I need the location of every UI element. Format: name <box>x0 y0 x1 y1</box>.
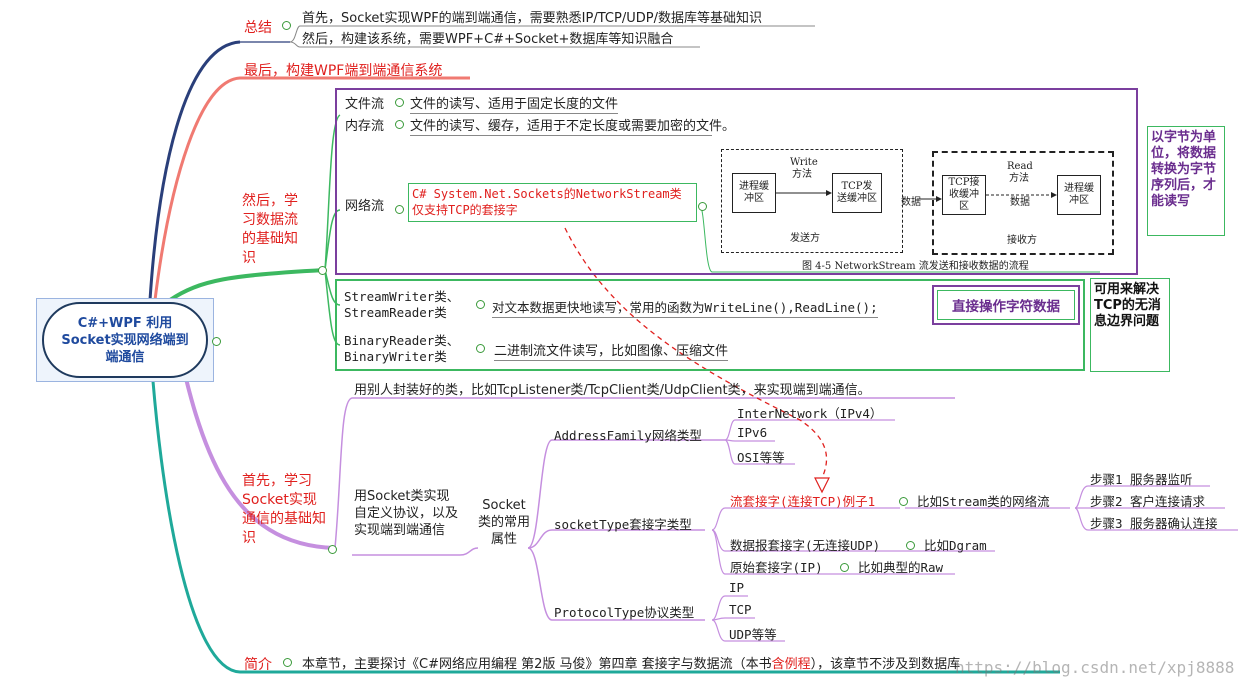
raw-socket-label[interactable]: 原始套接字(IP) <box>730 560 823 575</box>
raw-socket-desc[interactable]: 比如典型的Raw <box>858 560 944 575</box>
summary-label[interactable]: 总结 <box>244 20 272 36</box>
figure-data-label-2: 数据 <box>1010 197 1030 208</box>
figure-send-group <box>721 149 903 253</box>
binary-desc[interactable]: 二进制流文件读写，比如图像、压缩文件 <box>494 340 729 361</box>
central-topic[interactable]: C#+WPF 利用Socket实现网络端到端通信 <box>42 302 208 378</box>
streams-green-box <box>335 279 1085 371</box>
intro-collapse-icon[interactable] <box>283 658 292 667</box>
memory-stream-desc[interactable]: 文件的读写、缓存，适用于不定长度或需要加密的文件。 <box>410 115 736 136</box>
dgram-socket-label[interactable]: 数据报套接字(无连接UDP) <box>730 538 881 553</box>
figure-arrows <box>776 190 1057 202</box>
network-stream-link-icon[interactable] <box>698 202 707 211</box>
stream-socket-label[interactable]: 流套接字(连接TCP)例子1 <box>730 494 876 509</box>
network-stream-desc: C# System.Net.Sockets的NetworkStream类仅支持T… <box>412 187 682 217</box>
figure-receiver-label: 接收方 <box>1007 235 1037 246</box>
figure-tcp-send-buffer: TCP发送缓冲区 <box>832 173 882 213</box>
socket-label[interactable]: 首先，学习Socket实现通信的基础知识 <box>242 473 326 546</box>
summary-collapse-icon[interactable] <box>282 21 291 30</box>
intro-text-suffix: ），该章节不涉及到数据库 <box>810 657 961 672</box>
streams-label[interactable]: 然后，学习数据流的基础知识 <box>242 193 298 266</box>
binary-dot-icon[interactable] <box>476 344 485 353</box>
address-family-name[interactable]: AddressFamily网络类型 <box>554 428 702 443</box>
network-stream-name[interactable]: 网络流 <box>345 199 385 214</box>
socket-wrapped-classes[interactable]: 用别人封装好的类，比如TcpListener类/TcpClient类/UdpCl… <box>354 383 871 398</box>
figure-write-method: Write方法 <box>790 157 818 180</box>
watermark: https://blog.csdn.net/xpj8888 <box>955 658 1235 677</box>
finally-label[interactable]: 最后，构建WPF端到端通信系统 <box>244 63 443 79</box>
byte-note-text: 以字节为单位，将数据转换为字节序列后，才能读写 <box>1151 130 1217 209</box>
step-1[interactable]: 步骤1 服务器监听 <box>1090 472 1193 487</box>
stream-socket-dot-icon[interactable] <box>899 497 908 506</box>
intro-text[interactable]: 本章节，主要探讨《C#网络应用编程 第2版 马俊》第四章 套接字与数据流（本书含… <box>302 653 960 672</box>
figure-recv-buffer: 进程缓冲区 <box>1057 175 1101 215</box>
socket-type-name[interactable]: socketType套接字类型 <box>554 517 692 532</box>
summary-line-2[interactable]: 然后，构建该系统，需要WPF+C#+Socket+数据库等知识融合 <box>302 32 674 47</box>
stream-writer-note: 直接操作字符数据 <box>952 299 1060 315</box>
dgram-socket-dot-icon[interactable] <box>906 541 915 550</box>
address-family-item-1[interactable]: InterNetwork（IPv4） <box>737 406 883 421</box>
streams-purple-box <box>335 88 1138 275</box>
network-stream-desc-box[interactable]: C# System.Net.Sockets的NetworkStream类仅支持T… <box>408 183 697 222</box>
protocol-type-name[interactable]: ProtocolType协议类型 <box>554 605 695 620</box>
file-stream-desc[interactable]: 文件的读写、适用于固定长度的文件 <box>410 93 619 114</box>
dgram-socket-desc[interactable]: 比如Dgram <box>924 538 987 553</box>
file-stream-dot-icon[interactable] <box>395 98 404 107</box>
stream-writer-name[interactable]: StreamWriter类、StreamReader类 <box>344 289 460 320</box>
file-stream-name[interactable]: 文件流 <box>345 97 385 112</box>
figure-recv-group <box>932 151 1114 255</box>
step-3[interactable]: 步骤3 服务器确认连接 <box>1090 516 1218 531</box>
figure-data-label: 数据 <box>901 197 921 208</box>
intro-text-highlight: 含例程 <box>771 657 811 672</box>
boundary-note-text: 可用来解决TCP的无消息边界问题 <box>1094 282 1161 329</box>
stream-socket-desc[interactable]: 比如Stream类的网络流 <box>917 494 1050 509</box>
intro-label[interactable]: 简介 <box>244 657 272 673</box>
figure-read-method: Read方法 <box>1007 161 1033 184</box>
figure-sender-label: 发送方 <box>790 233 820 244</box>
central-topic-title: C#+WPF 利用Socket实现网络端到端通信 <box>61 315 189 365</box>
stream-writer-note-box[interactable]: 直接操作字符数据 <box>932 285 1080 325</box>
intro-text-prefix: 本章节，主要探讨《C#网络应用编程 第2版 马俊》第四章 套接字与数据流（本书 <box>302 657 772 672</box>
socket-collapse-icon[interactable] <box>328 545 337 554</box>
byte-note-box[interactable]: 以字节为单位，将数据转换为字节序列后，才能读写 <box>1147 126 1225 236</box>
streams-collapse-icon[interactable] <box>318 266 327 275</box>
raw-socket-dot-icon[interactable] <box>840 563 849 572</box>
network-stream-dot-icon[interactable] <box>395 205 404 214</box>
memory-stream-dot-icon[interactable] <box>395 120 404 129</box>
socket-custom-protocol[interactable]: 用Socket类实现自定义协议，以及实现端到端通信 <box>354 489 459 538</box>
figure-caption: 图 4-5 NetworkStream 流发送和接收数据的流程 <box>802 261 1029 272</box>
protocol-type-item-1[interactable]: IP <box>729 580 745 595</box>
boundary-note-box[interactable]: 可用来解决TCP的无消息边界问题 <box>1090 278 1170 372</box>
protocol-type-item-2[interactable]: TCP <box>729 602 752 617</box>
stream-writer-dot-icon[interactable] <box>476 300 485 309</box>
step-2[interactable]: 步骤2 客户连接请求 <box>1090 494 1206 509</box>
address-family-item-3[interactable]: OSI等等 <box>737 450 785 465</box>
figure-frame: 进程缓冲区 Write方法 TCP发送缓冲区 发送方 数据 TCP接收缓冲区 R… <box>712 133 1114 272</box>
central-collapse-icon[interactable] <box>212 337 221 346</box>
stream-writer-desc[interactable]: 对文本数据更快地读写，常用的函数为WriteLine(),ReadLine(); <box>492 297 878 318</box>
socket-common-props[interactable]: Socket类的常用属性 <box>478 498 531 547</box>
figure-tcp-recv-buffer: TCP接收缓冲区 <box>942 175 986 215</box>
binary-name[interactable]: BinaryReader类、BinaryWriter类 <box>344 333 460 364</box>
protocol-type-item-3[interactable]: UDP等等 <box>729 627 777 642</box>
memory-stream-name[interactable]: 内存流 <box>345 119 385 134</box>
summary-line-1[interactable]: 首先，Socket实现WPF的端到端通信，需要熟悉IP/TCP/UDP/数据库等… <box>302 11 762 26</box>
figure-send-buffer: 进程缓冲区 <box>732 173 776 213</box>
address-family-item-2[interactable]: IPv6 <box>737 425 768 440</box>
